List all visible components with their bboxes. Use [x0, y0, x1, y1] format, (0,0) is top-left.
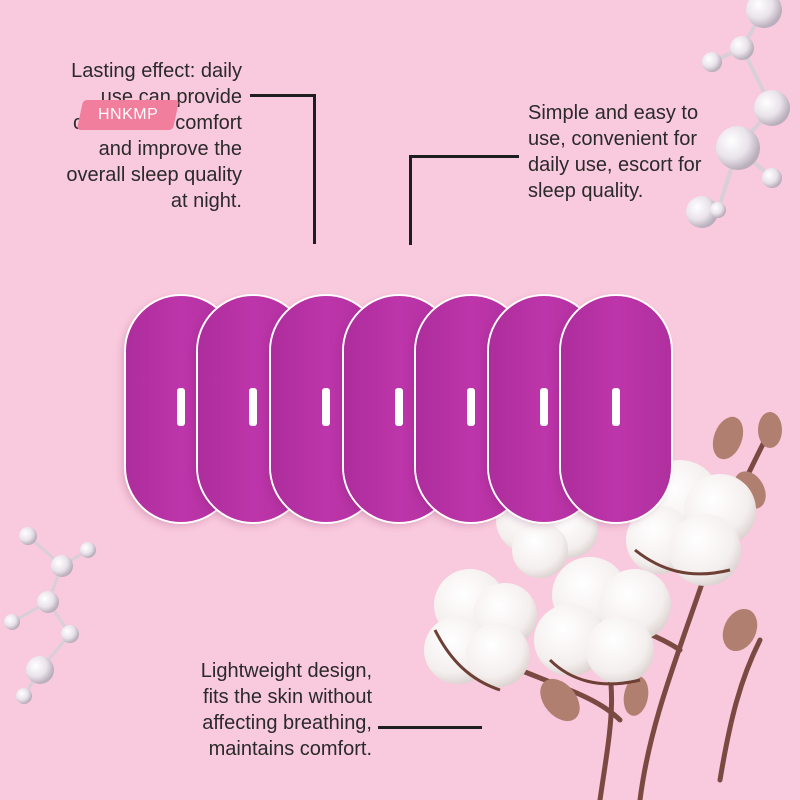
callout-line-top-left-v	[313, 94, 316, 244]
callout-line-top-right-h	[409, 155, 519, 158]
cotton-flower-icon	[424, 412, 782, 800]
callout-line-bottom	[378, 726, 482, 729]
caption-easy-to-use: Simple and easy to use, convenient for d…	[528, 102, 702, 202]
caption-lasting-effect: Lasting effect: daily use can provide co…	[66, 60, 242, 212]
mouth-tape-strip-icon	[561, 296, 671, 522]
molecule-icon-top-right	[686, 0, 790, 228]
caption-lightweight-design: Lightweight design, fits the skin withou…	[200, 660, 372, 760]
molecule-icon-left	[4, 527, 96, 704]
brand-logo: HNKMP	[76, 100, 180, 130]
callout-line-top-right-v	[409, 155, 412, 245]
callout-line-top-left-h	[250, 94, 316, 97]
brand-logo-text: HNKMP	[97, 106, 159, 123]
